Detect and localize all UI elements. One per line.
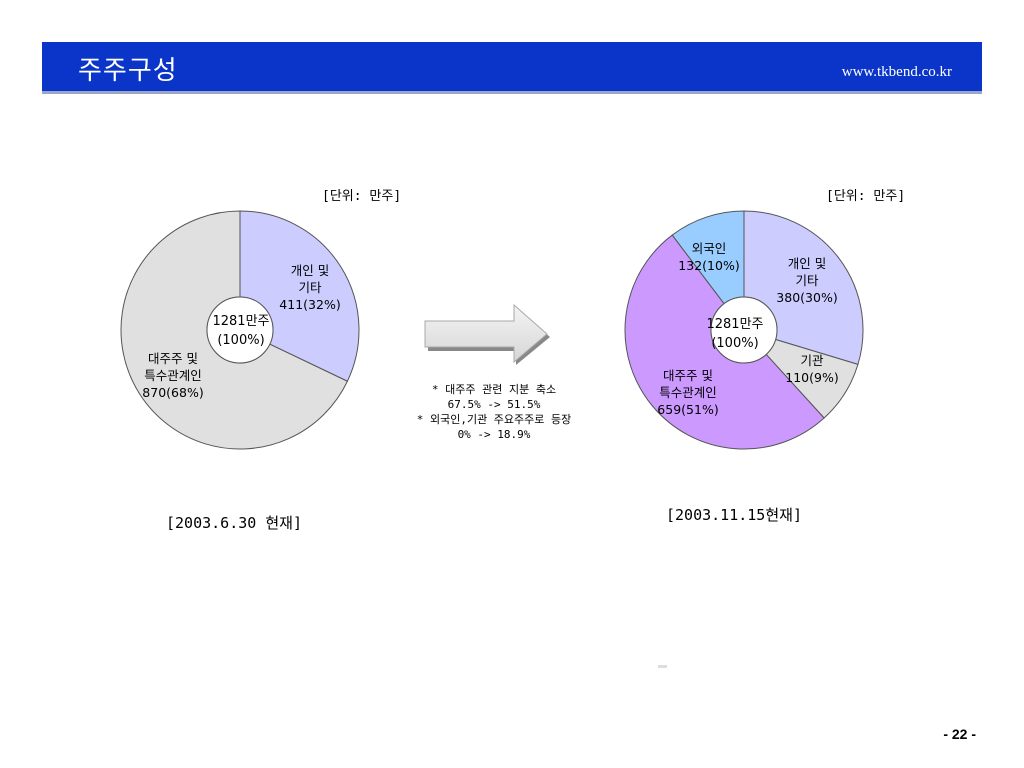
note-line: * 외국인,기관 주요주주로 등장 (416, 413, 572, 426)
slice-label-line: 기타 (298, 280, 322, 295)
title-bar: 주주구성 www.tkbend.co.kr (42, 42, 982, 94)
slice-label-value: 132(10%) (678, 258, 740, 273)
site-url: www.tkbend.co.kr (841, 64, 952, 80)
note-line: 67.5% -> 51.5% (447, 398, 541, 411)
note-line: * 대주주 관련 지분 축소 (431, 383, 557, 396)
change-notes: * 대주주 관련 지분 축소 67.5% -> 51.5% * 외국인,기관 주… (372, 382, 616, 442)
caption-after: [2003.11.15현재] (666, 506, 802, 524)
center-total: 1281만주 (212, 314, 270, 329)
caption-before: [2003.6.30 현재] (166, 514, 302, 532)
pie-chart-after (624, 210, 864, 450)
slice-label-line: 외국인 (691, 241, 727, 256)
pie-center-label-left: 1281만주 (100%) (201, 312, 281, 350)
slice-label-line: 개인 및 (290, 263, 330, 278)
slice-label-individual-left: 개인 및 기타 411(32%) (270, 262, 350, 313)
slice-label-value: 659(51%) (657, 402, 719, 417)
unit-label-right: [단위: 만주] (826, 189, 906, 204)
slice-label-line: 특수관계인 (144, 368, 202, 383)
note-line: 0% -> 18.9% (457, 428, 531, 441)
pie-center-label-right: 1281만주 (100%) (695, 315, 775, 353)
pie-center-hole (206, 296, 274, 364)
decorative-dash (658, 665, 667, 668)
slice-label-line: 특수관계인 (659, 385, 717, 400)
slice-label-institution-right: 기관 110(9%) (781, 352, 843, 386)
page-title: 주주구성 (78, 56, 178, 86)
slice-label-line: 대주주 및 (148, 351, 198, 366)
slice-label-line: 기관 (800, 353, 824, 368)
pie-chart-before (120, 210, 360, 450)
transition-arrow-icon (424, 303, 550, 365)
slice-label-line: 기타 (795, 273, 819, 288)
slice-label-line: 대주주 및 (663, 368, 713, 383)
slice-label-value: 411(32%) (279, 297, 341, 312)
center-total: 1281만주 (706, 317, 764, 332)
slice-label-foreign-right: 외국인 132(10%) (673, 240, 745, 274)
unit-label-left: [단위: 만주] (322, 189, 402, 204)
center-percent: (100%) (217, 333, 265, 348)
center-percent: (100%) (711, 336, 759, 351)
slice-label-value: 110(9%) (785, 370, 839, 385)
slice-label-value: 870(68%) (142, 385, 204, 400)
slice-label-major-left: 대주주 및 특수관계인 870(68%) (128, 350, 218, 401)
slice-label-individual-right: 개인 및 기타 380(30%) (766, 255, 848, 306)
slice-label-major-right: 대주주 및 특수관계인 659(51%) (642, 367, 734, 418)
slice-label-line: 개인 및 (787, 256, 827, 271)
slice-label-value: 380(30%) (776, 290, 838, 305)
pie-center-hole (710, 296, 778, 364)
page-number: - 22 - (943, 726, 976, 742)
